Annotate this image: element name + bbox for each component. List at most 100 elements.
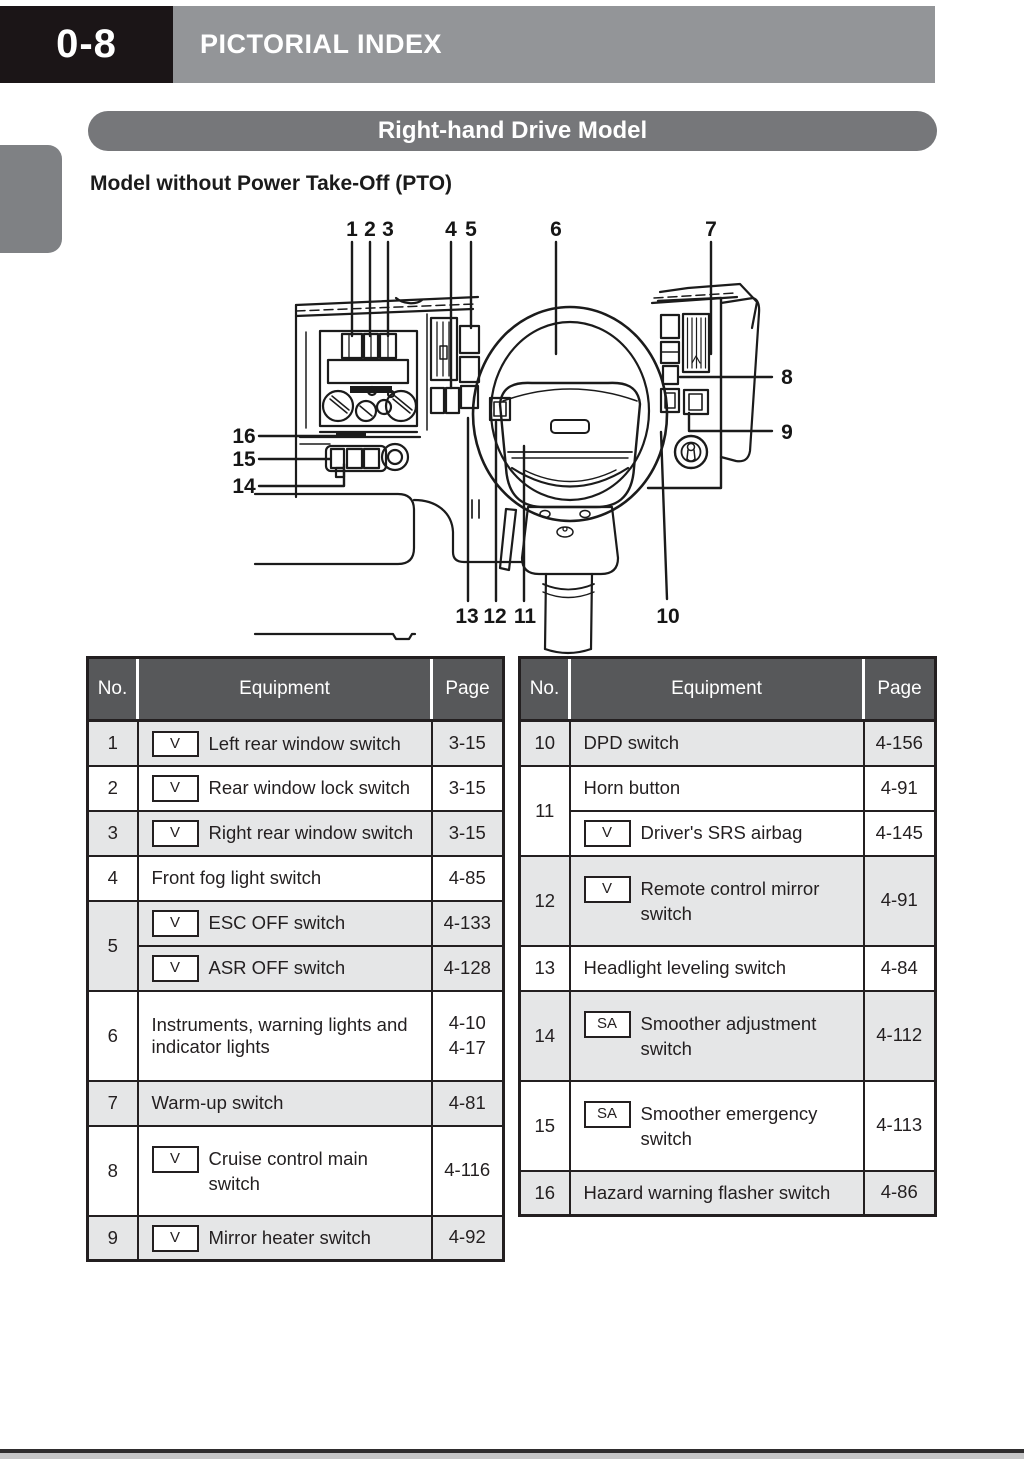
table-row: 10 DPD switch 4-156 [518,719,937,767]
option-badge: V [151,730,199,757]
option-badge: V [151,1146,199,1173]
chapter-side-tab [0,145,62,253]
page-ref: 4-113 [862,1079,937,1172]
table-row: 11 Horn button 4-91 [518,764,937,857]
equipment-label: Horn button [568,764,865,812]
page-ref: 4-81 [430,1079,505,1127]
callout-1: 1 [346,218,358,241]
section-title-pill: Right-hand Drive Model [88,111,937,151]
table-row: 6 Instruments, warning lights and indica… [86,989,505,1082]
table-row: 13 Headlight leveling switch 4-84 [518,944,937,992]
option-badge: V [151,1225,199,1252]
column-header-page: Page [430,656,504,722]
table-header-row: No. Equipment Page [87,656,504,722]
page-ref: 4-86 [862,1169,937,1217]
page-ref: 4-84 [862,944,937,992]
callout-16: 16 [232,425,255,448]
callout-2: 2 [364,218,376,241]
column-header-equipment: Equipment [136,656,432,722]
row-no: 7 [86,1079,139,1127]
page-number: 0-8 [56,22,117,66]
callout-7: 7 [705,218,717,241]
column-header-no: No. [87,656,138,722]
page-ref: 3-15 [430,764,505,812]
row-no: 9 [86,1214,139,1262]
callout-13: 13 [455,605,478,628]
page-ref: 4-128 [430,944,505,992]
callout-6: 6 [550,218,562,241]
equipment-table-right: No. Equipment Page 10 DPD switch 4-156 1… [518,656,937,1217]
equipment-label: Hazard warning flasher switch [568,1169,865,1217]
table-row: 7 Warm-up switch 4-81 [86,1079,505,1127]
column-header-no: No. [519,656,570,722]
page-ref: 4-10 [448,1011,486,1033]
page-ref: 4-85 [430,854,505,902]
table-header-row: No. Equipment Page [519,656,936,722]
option-badge: V [151,910,199,937]
page-ref: 4-156 [862,719,937,767]
callout-10: 10 [656,605,679,628]
page-ref: 4-17 [448,1036,486,1058]
table-row: 16 Hazard warning flasher switch 4-86 [518,1169,937,1217]
page-ref: 4-91 [862,854,937,947]
callout-12: 12 [483,605,506,628]
callout-4: 4 [445,218,457,241]
row-no: 8 [86,1124,139,1217]
chapter-header-bar: PICTORIAL INDEX [173,6,935,83]
dashboard-diagram: 1 2 3 4 5 6 7 8 9 10 11 12 13 14 15 16 [232,218,793,655]
row-no: 12 [518,854,571,947]
table-row: 1 V Left rear window switch 3-15 [86,719,505,767]
equipment-label: Right rear window switch [208,822,414,844]
page-ref: 4-133 [430,899,505,947]
chapter-title: PICTORIAL INDEX [200,29,443,59]
equipment-label: Left rear window switch [208,732,401,754]
option-badge: V [151,955,199,982]
equipment-label: Instruments, warning lights and indicato… [136,989,433,1082]
callout-15: 15 [232,448,256,471]
callout-11: 11 [514,605,537,628]
table-row: 9 V Mirror heater switch 4-92 [86,1214,505,1262]
page-ref: 4-145 [862,809,937,857]
equipment-label: Mirror heater switch [208,1227,371,1248]
equipment-label: Smoother emergency switch [640,1103,818,1149]
equipment-table-left: No. Equipment Page 1 V Left rear window s… [86,656,505,1262]
equipment-label: DPD switch [568,719,865,767]
page-ref: 3-15 [430,719,505,767]
callout-9: 9 [781,421,793,444]
page-footer-rule-light [0,1453,1024,1459]
equipment-label: ASR OFF switch [208,957,346,979]
section-title: Right-hand Drive Model [377,117,648,144]
option-badge: V [151,775,199,802]
row-no: 3 [86,809,139,857]
equipment-label: Front fog light switch [136,854,433,902]
callout-3: 3 [382,218,394,241]
callout-5: 5 [465,218,477,241]
option-badge: SA [583,1101,631,1128]
row-no: 10 [518,719,571,767]
row-no: 11 [518,764,571,857]
equipment-label: ESC OFF switch [208,912,346,934]
row-no: 4 [86,854,139,902]
table-row: 4 Front fog light switch 4-85 [86,854,505,902]
row-no: 13 [518,944,571,992]
callout-leader-lines [257,240,774,603]
option-badge: SA [583,1011,631,1038]
callout-14: 14 [232,475,256,498]
row-no: 1 [86,719,139,767]
page-ref: 4-92 [430,1214,505,1262]
option-badge: V [151,820,199,847]
row-no: 5 [86,899,139,992]
model-subtitle: Model without Power Take-Off (PTO) [90,172,453,195]
equipment-label: Remote control mirror switch [640,878,820,924]
equipment-label: Headlight leveling switch [568,944,865,992]
table-row: V ASR OFF switch 4-128 [88,944,505,992]
equipment-label: Smoother adjustment switch [640,1013,817,1059]
option-badge: V [583,876,631,903]
